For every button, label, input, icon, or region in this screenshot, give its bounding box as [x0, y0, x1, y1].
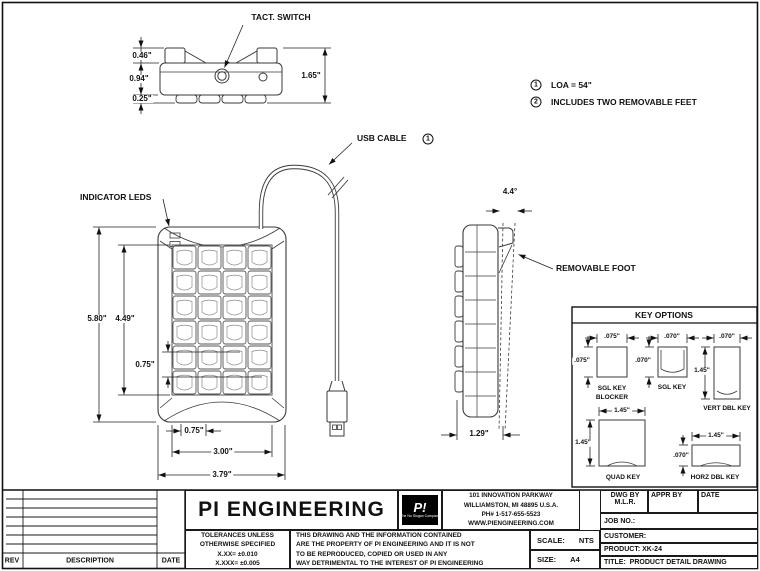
- scale-label: SCALE:: [537, 535, 565, 545]
- quad-width-dim: 1.45": [612, 406, 632, 415]
- removable-foot-label: REMOVABLE FOOT: [556, 263, 636, 273]
- sgl-width-dim: .070": [664, 332, 680, 340]
- dim-0-75-vertical: 0.75": [135, 360, 155, 369]
- side-view-drawing: [454, 222, 516, 432]
- scale-cell: SCALE: NTS: [530, 530, 600, 550]
- logo-slogan: The No Slogan Company: [400, 514, 440, 519]
- tolerances-cell: TOLERANCES UNLESS OTHERWISE SPECIFIED X.…: [185, 530, 290, 569]
- dim-1-65: 1.65": [299, 71, 323, 80]
- note-1-ref: 1: [530, 79, 542, 91]
- legal-line: TO BE REPRODUCED, COPIED OR USED IN ANY: [296, 550, 448, 558]
- dim-3-00: 3.00": [211, 447, 235, 456]
- revision-table-lines: [3, 490, 186, 568]
- logo-text: P!: [413, 500, 427, 516]
- title-cell: TITLE: PRODUCT DETAIL DRAWING: [600, 556, 758, 569]
- dwg-by-label: DWG BY: [610, 492, 640, 499]
- company-logo: P! The No Slogan Company: [398, 490, 442, 530]
- tact-switch-label: TACT. SWITCH: [251, 11, 311, 22]
- address-line: PH# 1-517-655-5523: [481, 511, 541, 518]
- dimension-lines: [93, 24, 752, 480]
- title-label: TITLE:: [604, 559, 626, 566]
- date-column-header: DATE: [161, 557, 181, 565]
- removable-foot-shape: [498, 227, 514, 248]
- company-address: 101 INNOVATION PARKWAY WILLIAMSTON, MI 4…: [442, 490, 580, 530]
- legal-notice-cell: THIS DRAWING AND THE INFORMATION CONTAIN…: [290, 530, 530, 569]
- address-line: WWW.PIENGINEERING.COM: [468, 520, 554, 528]
- blocker-height-dim: .075": [572, 356, 592, 365]
- legal-line: WAY DETRIMENTAL TO THE INTEREST OF PI EN…: [296, 559, 484, 567]
- description-column-header: DESCRIPTION: [66, 557, 114, 565]
- size-cell: SIZE: A4: [530, 550, 600, 569]
- horz-width-dim: 1.45": [706, 431, 726, 440]
- product-cell: PRODUCT: XK-24: [600, 543, 758, 556]
- dim-5-80: 5.80": [85, 314, 109, 323]
- key-grid: [171, 244, 273, 396]
- key-options-shapes: [596, 346, 741, 467]
- tolerance-line: OTHERWISE SPECIFIED: [199, 541, 276, 549]
- vert-height-dim: 1.45": [692, 366, 712, 375]
- legal-line: THIS DRAWING AND THE INFORMATION CONTAIN…: [296, 532, 462, 540]
- dim-0-25: 0.25": [130, 94, 154, 103]
- quad-label: QUAD KEY: [605, 473, 641, 481]
- note-2-ref: 2: [530, 96, 542, 108]
- size-value: A4: [570, 555, 580, 564]
- quad-height-dim: 1.45": [573, 438, 593, 447]
- dim-angle-4-4: 4.4°: [502, 187, 518, 196]
- note-2-text: INCLUDES TWO REMOVABLE FEET: [551, 97, 697, 107]
- blocker-label-line1: SGL KEY: [597, 384, 627, 392]
- vert-width-dim: .070": [719, 332, 735, 340]
- usb-cable-label: USB CABLE: [357, 133, 407, 143]
- horz-label: HORZ DBL KEY: [690, 473, 740, 481]
- product-label: PRODUCT:: [604, 546, 641, 553]
- dim-4-49: 4.49": [113, 314, 137, 323]
- product-value: XK-24: [642, 546, 662, 553]
- tolerance-line: X.XXX= ±0.005: [215, 559, 260, 567]
- appr-by-label: APPR BY: [651, 492, 683, 499]
- legal-line: ARE THE PROPERTY OF PI ENGINEERING AND I…: [296, 541, 475, 549]
- date-cell: DATE: [698, 490, 758, 513]
- address-line: WILLIAMSTON, MI 48895 U.S.A.: [463, 501, 559, 509]
- key-options-title: KEY OPTIONS: [635, 309, 693, 320]
- date-label: DATE: [701, 492, 720, 499]
- vert-label: VERT DBL KEY: [703, 404, 751, 412]
- front-view-drawing: [157, 226, 287, 423]
- usb-cable-ref: 1: [422, 133, 434, 145]
- customer-cell: CUSTOMER:: [600, 529, 758, 543]
- blocker-label-line2: BLOCKER: [595, 393, 629, 401]
- customer-label: CUSTOMER:: [604, 532, 647, 540]
- indicator-leds-label: INDICATOR LEDS: [80, 192, 152, 202]
- blocker-width-dim: .075": [604, 332, 620, 340]
- top-view-drawing: [159, 47, 283, 104]
- title-value: PRODUCT DETAIL DRAWING: [629, 559, 727, 566]
- company-name: PI ENGINEERING: [185, 490, 398, 530]
- appr-by-cell: APPR BY: [648, 490, 698, 513]
- tolerance-line: TOLERANCES UNLESS: [201, 531, 274, 539]
- dim-0-46: 0.46": [130, 51, 154, 60]
- sgl-label: SGL KEY: [657, 383, 687, 391]
- address-line: 101 INNOVATION PARKWAY: [469, 492, 553, 500]
- dim-1-29: 1.29": [467, 429, 491, 438]
- usb-cable-drawing: [258, 164, 349, 437]
- led-indicator-1: [169, 232, 181, 239]
- job-no-cell: JOB NO.:: [600, 513, 758, 529]
- dim-0-94: 0.94": [127, 74, 151, 83]
- job-no-label: JOB NO.:: [604, 517, 636, 525]
- usb-plug: [326, 380, 348, 437]
- rev-column-header: REV: [4, 557, 20, 565]
- size-label: SIZE:: [537, 555, 557, 564]
- dwg-by-value: M.L.R.: [614, 499, 636, 506]
- dim-3-79: 3.79": [210, 470, 234, 479]
- key-options-box: [571, 306, 758, 488]
- tolerance-line: X.XX= ±0.010: [217, 550, 258, 558]
- dwg-by-cell: DWG BY M.L.R.: [600, 490, 648, 513]
- scale-value: NTS: [578, 535, 594, 545]
- dim-0-75-horizontal: 0.75": [182, 426, 206, 435]
- sgl-height-dim: .070": [633, 356, 653, 365]
- note-1-text: LOA = 54": [551, 80, 592, 90]
- horz-height-dim: .070": [671, 451, 691, 460]
- logo-mark: P! The No Slogan Company: [400, 495, 440, 525]
